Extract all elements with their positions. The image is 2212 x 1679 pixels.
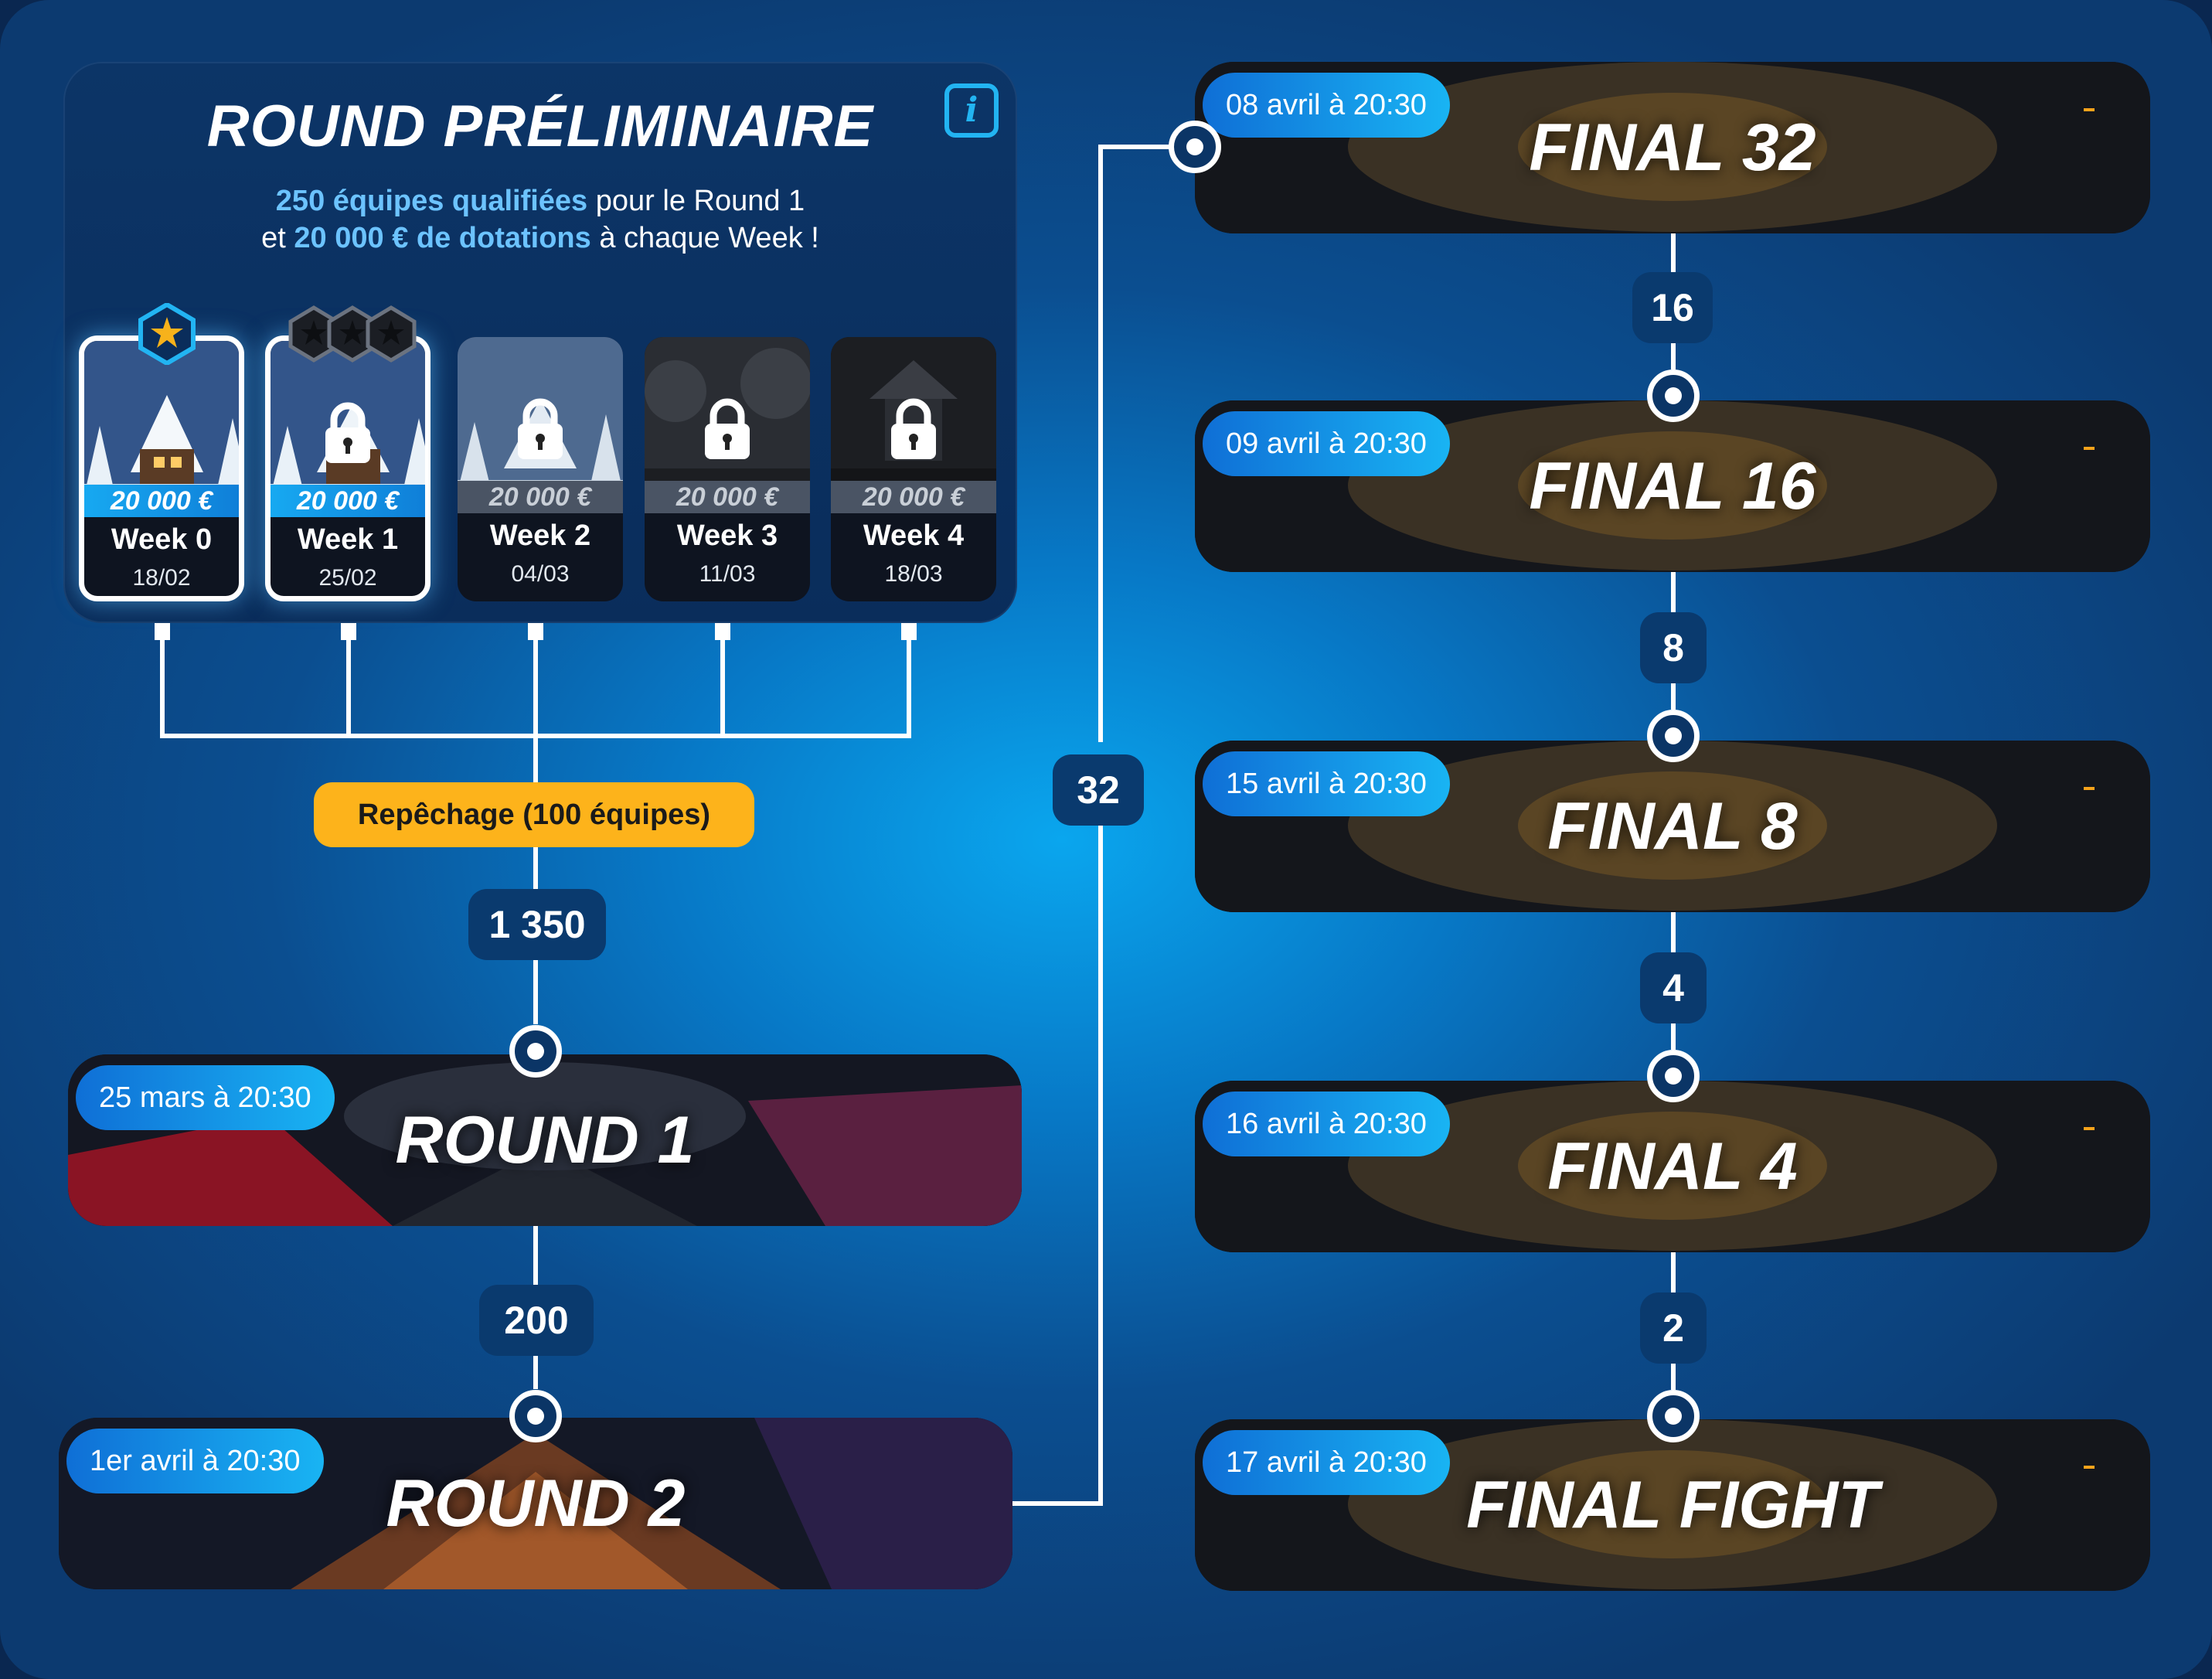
node-icon <box>1647 370 1700 422</box>
stage-name: FINAL FIGHT <box>1466 1468 1879 1542</box>
stage-datetime: 15 avril à 20:30 <box>1203 751 1450 816</box>
week-prize: 20 000 € <box>271 485 425 517</box>
node-icon <box>1169 121 1221 173</box>
subtitle-line1-rest: pour le Round 1 <box>587 185 805 217</box>
subtitle-line2-start: et <box>261 222 294 254</box>
count-to-final32: 32 <box>1053 754 1144 826</box>
arena-red-art <box>68 1054 1022 1226</box>
stage-datetime: 16 avril à 20:30 <box>1203 1092 1450 1156</box>
stage-datetime: 09 avril à 20:30 <box>1203 411 1450 476</box>
count-to-final-fight: 2 <box>1640 1292 1707 1364</box>
node-icon <box>1647 1050 1700 1102</box>
week-card-1[interactable]: 20 000 € Week 1 25/02 <box>265 335 430 601</box>
node-icon <box>509 1390 562 1442</box>
lock-icon <box>518 398 563 459</box>
week-label: Week 2 <box>489 519 591 552</box>
week-card-2[interactable]: 20 000 € Week 2 04/03 <box>458 337 623 601</box>
lock-icon <box>891 398 936 459</box>
week-prize: 20 000 € <box>84 485 239 517</box>
week-prize: 20 000 € <box>831 481 996 513</box>
three-star-badge-icon <box>288 305 417 363</box>
stage-round2[interactable]: ROUND 2 1er avril à 20:30 <box>59 1418 1012 1589</box>
week-date: 18/02 <box>132 565 191 591</box>
week-prize: 20 000 € <box>645 481 810 513</box>
stage-final-fight[interactable]: FINAL FIGHT 17 avril à 20:30 <box>1195 1419 2150 1591</box>
week-date: 11/03 <box>699 561 756 587</box>
star-badge-icon <box>138 303 196 365</box>
stage-datetime: 17 avril à 20:30 <box>1203 1430 1450 1495</box>
stage-name: FINAL 8 <box>1547 789 1798 863</box>
preliminary-title: ROUND PRÉLIMINAIRE <box>206 94 874 159</box>
info-icon[interactable]: i <box>944 83 999 138</box>
week-date: 04/03 <box>511 561 570 587</box>
stage-datetime: 1er avril à 20:30 <box>66 1429 324 1493</box>
repechage-pill: Repêchage (100 équipes) <box>314 782 754 847</box>
stage-final32[interactable]: FINAL 32 08 avril à 20:30 <box>1195 62 2150 233</box>
preliminary-subtitle-line2: et 20 000 € de dotations à chaque Week ! <box>63 220 1017 257</box>
week-date: 18/03 <box>884 561 943 587</box>
count-to-round2: 200 <box>479 1285 594 1356</box>
stage-final16[interactable]: FINAL 16 09 avril à 20:30 <box>1195 400 2150 572</box>
week-card-3[interactable]: 20 000 € Week 3 11/03 <box>645 337 810 601</box>
week-label: Week 0 <box>111 523 213 556</box>
week-label: Week 3 <box>676 519 778 552</box>
arena-gold-art <box>1195 400 2150 572</box>
preliminary-subtitle-line1: 250 équipes qualifiées pour le Round 1 <box>63 182 1017 220</box>
node-icon <box>509 1025 562 1078</box>
stage-final4[interactable]: FINAL 4 16 avril à 20:30 <box>1195 1081 2150 1252</box>
count-to-final4: 4 <box>1640 952 1707 1023</box>
week-prize: 20 000 € <box>458 481 623 513</box>
stage-name: FINAL 16 <box>1529 449 1816 523</box>
week-card-4[interactable]: 20 000 € Week 4 18/03 <box>831 337 996 601</box>
prize-pool-highlight: 20 000 € de dotations <box>294 222 591 254</box>
lock-icon <box>325 402 370 463</box>
week-date: 25/02 <box>318 565 377 591</box>
week-card-0[interactable]: 20 000 € Week 0 18/02 <box>79 335 244 601</box>
node-icon <box>1647 1390 1700 1442</box>
count-to-final8: 8 <box>1640 612 1707 683</box>
lock-icon <box>705 398 750 459</box>
node-icon <box>1647 710 1700 762</box>
qualified-teams-highlight: 250 équipes qualifiées <box>275 185 588 217</box>
dark-forest-art <box>645 337 810 492</box>
stage-datetime: 08 avril à 20:30 <box>1203 73 1450 138</box>
stage-name: ROUND 2 <box>386 1466 686 1541</box>
count-to-final16: 16 <box>1632 272 1713 343</box>
stage-round1[interactable]: ROUND 1 25 mars à 20:30 <box>68 1054 1022 1226</box>
stage-name: FINAL 32 <box>1529 111 1816 185</box>
stage-name: FINAL 4 <box>1547 1129 1798 1204</box>
week-label: Week 4 <box>863 519 965 552</box>
stage-datetime: 25 mars à 20:30 <box>76 1065 335 1130</box>
arena-gold-art <box>1195 1081 2150 1252</box>
count-to-round1: 1 350 <box>468 889 606 960</box>
stage-name: ROUND 1 <box>395 1103 695 1177</box>
week-label: Week 1 <box>297 523 399 556</box>
stage-final8[interactable]: FINAL 8 15 avril à 20:30 <box>1195 741 2150 912</box>
subtitle-line2-rest: à chaque Week ! <box>590 222 819 254</box>
